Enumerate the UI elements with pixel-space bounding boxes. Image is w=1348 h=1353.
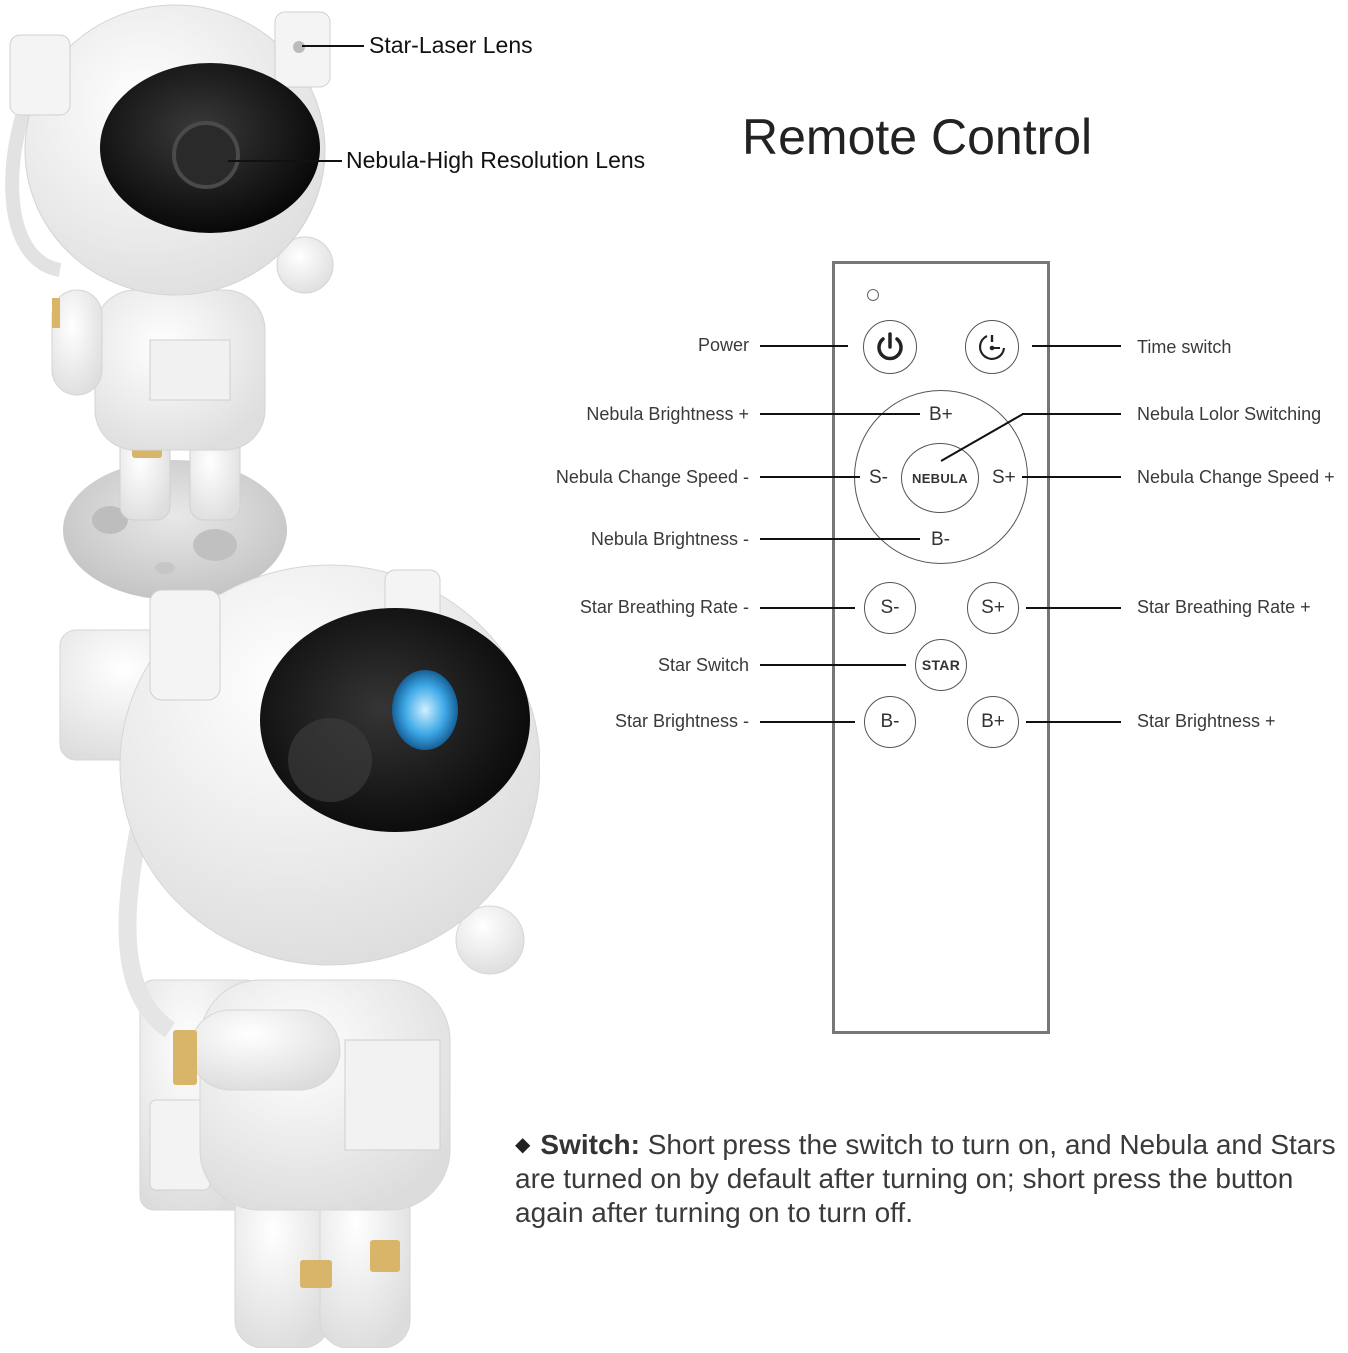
remote-control-title: Remote Control	[742, 109, 1093, 165]
astronaut-top-illustration	[0, 0, 360, 600]
note-body: Short press the switch to turn on, and N…	[515, 1129, 1336, 1228]
nebula-brightness-down-label: Nebula Brightness -	[590, 529, 749, 549]
star-brightness-down-button[interactable]: B-	[864, 696, 916, 748]
nebula-lens-callout-line	[228, 160, 342, 162]
star-switch-button[interactable]: STAR	[915, 639, 967, 691]
star-breathing-down-label: Star Breathing Rate -	[579, 597, 749, 617]
nebula-brightness-down-button[interactable]: B-	[931, 529, 950, 550]
bullet-diamond-icon: ◆	[515, 1134, 531, 1156]
nebula-brightness-up-callout-line	[760, 413, 920, 415]
nebula-speed-down-callout-line	[760, 476, 860, 478]
nebula-color-callout-line	[1022, 413, 1121, 415]
switch-instruction-note: ◆ Switch: Short press the switch to turn …	[515, 1128, 1348, 1230]
power-button[interactable]	[863, 320, 917, 374]
power-label: Power	[697, 335, 749, 355]
astronaut-bottom-illustration	[0, 560, 541, 1349]
star-breathing-down-button[interactable]: S-	[864, 582, 916, 634]
indicator-led	[867, 289, 879, 301]
nebula-color-diagonal-line	[940, 413, 1024, 462]
nebula-color-switching-label: Nebula Lolor Switching	[1137, 404, 1322, 424]
star-brightness-up-label: Star Brightness +	[1137, 711, 1276, 731]
star-breathing-up-button[interactable]: S+	[967, 582, 1019, 634]
star-breathing-up-callout-line	[1026, 607, 1121, 609]
time-switch-button[interactable]	[965, 320, 1019, 374]
astronaut-top-graphic	[5, 4, 334, 600]
power-icon	[877, 332, 903, 361]
star-breathing-down-callout-line	[760, 607, 855, 609]
nebula-lens-label: Nebula-High Resolution Lens	[346, 147, 646, 173]
nebula-speed-up-label: Nebula Change Speed +	[1137, 467, 1335, 487]
star-laser-callout-line	[302, 45, 364, 47]
nebula-brightness-down-callout-line	[760, 538, 920, 540]
nebula-button[interactable]: NEBULA	[901, 443, 979, 513]
nebula-speed-down-label: Nebula Change Speed -	[555, 467, 749, 487]
nebula-speed-up-callout-line	[1022, 476, 1121, 478]
nebula-speed-down-button[interactable]: S-	[869, 467, 888, 488]
star-switch-label: Star Switch	[657, 655, 749, 675]
nebula-brightness-up-label: Nebula Brightness +	[586, 404, 749, 424]
astronaut-bottom-graphic	[59, 564, 541, 1349]
star-brightness-down-callout-line	[760, 721, 855, 723]
star-brightness-up-button[interactable]: B+	[967, 696, 1019, 748]
star-laser-lens-label: Star-Laser Lens	[369, 32, 533, 58]
star-switch-callout-line	[760, 664, 906, 666]
time-switch-label: Time switch	[1137, 337, 1232, 357]
star-brightness-down-label: Star Brightness -	[614, 711, 749, 731]
star-breathing-up-label: Star Breathing Rate +	[1137, 597, 1311, 617]
nebula-brightness-up-button[interactable]: B+	[929, 404, 953, 425]
star-brightness-up-callout-line	[1026, 721, 1121, 723]
note-heading: Switch:	[540, 1129, 640, 1160]
timer-icon	[978, 335, 1006, 360]
nebula-speed-up-button[interactable]: S+	[992, 467, 1016, 488]
power-callout-line	[760, 345, 848, 347]
time-switch-callout-line	[1032, 345, 1121, 347]
